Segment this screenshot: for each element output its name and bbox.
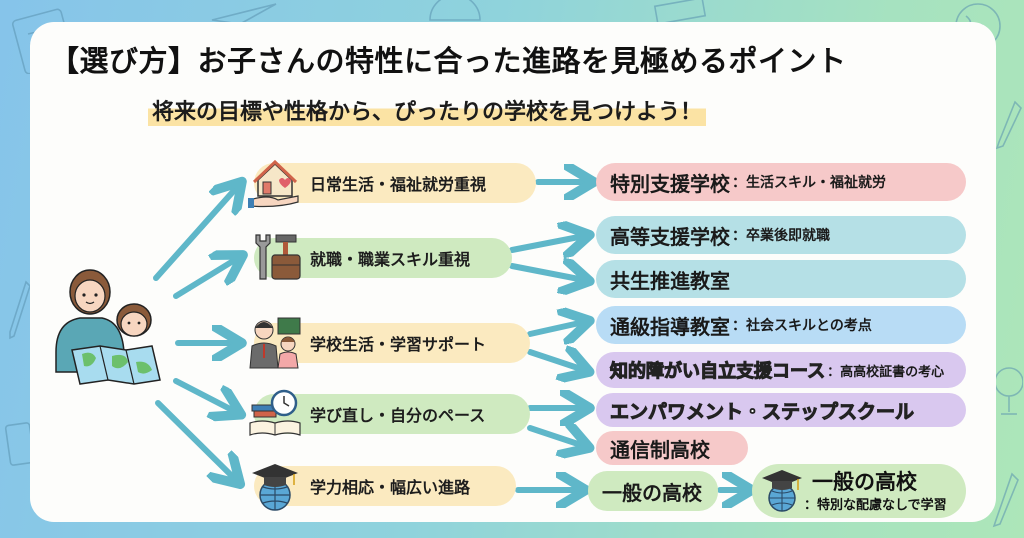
destination-sub: ：社会スキルとの考点: [732, 318, 872, 334]
book-clock-icon: [249, 389, 301, 436]
protractor-doodle-icon: [429, 0, 481, 21]
tools-briefcase-icon: [255, 234, 301, 280]
destination-main: 知的障がい自立支援コース: [609, 361, 826, 383]
destination-independence-course[interactable]: 知的障がい自立支援コース ：高高校証書の考心: [596, 352, 966, 388]
page-subtitle: 将来の目標や性格から、ぴったりの学校を見つけよう！: [148, 94, 707, 126]
category-label: 学び直し・自分のペース: [310, 406, 486, 425]
arrow-hero-to-cat5: [155, 400, 236, 480]
destination-empowerment-school[interactable]: エンパワメント・ステップスクール: [596, 393, 966, 427]
pencil-doodle-icon-left: [9, 280, 31, 340]
final-main: 一般の高校: [812, 470, 917, 494]
destination-general-high[interactable]: 一般の高校: [588, 471, 718, 511]
arrow-hero-to-cat1: [153, 186, 238, 281]
category-relearning[interactable]: 学び直し・自分のペース: [249, 389, 530, 436]
category-academic[interactable]: 学力相応・幅広い進路: [252, 464, 516, 511]
globe-doodle-icon-right: [995, 367, 1023, 415]
graduation-globe-icon: [762, 470, 802, 512]
arrow-cat3-to-dest5: [527, 352, 584, 370]
category-school-support[interactable]: 学校生活・学習サポート: [249, 317, 530, 369]
destination-inclusion-classroom[interactable]: 共生推進教室: [596, 260, 966, 298]
graduation-globe-icon: [252, 464, 298, 511]
destination-main: 高等支援学校: [610, 224, 730, 249]
pencil-doodle-icon-bottom: [992, 472, 1019, 528]
arrow-cat3-to-dest4: [527, 322, 584, 334]
book-doodle-icon: [653, 0, 707, 22]
category-label: 学力相応・幅広い進路: [310, 478, 471, 497]
arrow-hero-to-cat4: [173, 378, 236, 412]
destination-main: 共生推進教室: [610, 268, 730, 293]
category-label: 学校生活・学習サポート: [310, 335, 487, 354]
arrow-cat2-to-dest2: [509, 236, 584, 250]
category-daily-life[interactable]: 日常生活・福祉就労重視: [248, 159, 536, 208]
arrow-cat2-to-dest3: [509, 266, 584, 280]
arrow-hero-to-cat2: [173, 258, 238, 299]
destination-main: 通信制高校: [610, 437, 710, 462]
parent-child-reading-map-icon: [55, 269, 161, 385]
pencil-doodle-icon: [995, 100, 1022, 150]
destination-sub: ：高高校証書の考心: [827, 364, 945, 380]
destination-higher-support-school[interactable]: 高等支援学校 ：卒業後即就職: [596, 216, 966, 254]
final-sub: ：特別な配慮なしで学習: [804, 498, 947, 513]
teacher-student-icon: [249, 317, 301, 369]
destination-sub: ：生活スキル・福祉就労: [732, 175, 886, 191]
category-label: 就職・職業スキル重視: [310, 250, 471, 269]
final-general-high-school[interactable]: 一般の高校 ：特別な配慮なしで学習: [752, 464, 966, 518]
destination-special-support-school[interactable]: 特別支援学校 ：生活スキル・福祉就労: [596, 163, 966, 201]
destination-sub: ：卒業後即就職: [732, 228, 830, 244]
arrow-cat4-to-dest7: [527, 428, 584, 446]
destination-correspondence-high[interactable]: 通信制高校: [596, 431, 748, 465]
destination-resource-room[interactable]: 通級指導教室 ：社会スキルとの考点: [596, 306, 966, 344]
destination-main: 通級指導教室: [610, 314, 730, 339]
page-title: 【選び方】お子さんの特性に合った進路を見極めるポイント: [50, 44, 847, 78]
destination-main: 一般の高校: [602, 480, 702, 505]
category-employment-skills[interactable]: 就職・職業スキル重視: [254, 234, 512, 280]
house-in-hand-icon: [248, 159, 299, 208]
subtitle-wrap: 将来の目標や性格から、ぴったりの学校を見つけよう！: [148, 94, 707, 126]
destination-main: エンパワメント・ステップスクール: [609, 400, 915, 423]
destination-main: 特別支援学校: [610, 171, 730, 196]
category-label: 日常生活・福祉就労重視: [310, 175, 487, 194]
